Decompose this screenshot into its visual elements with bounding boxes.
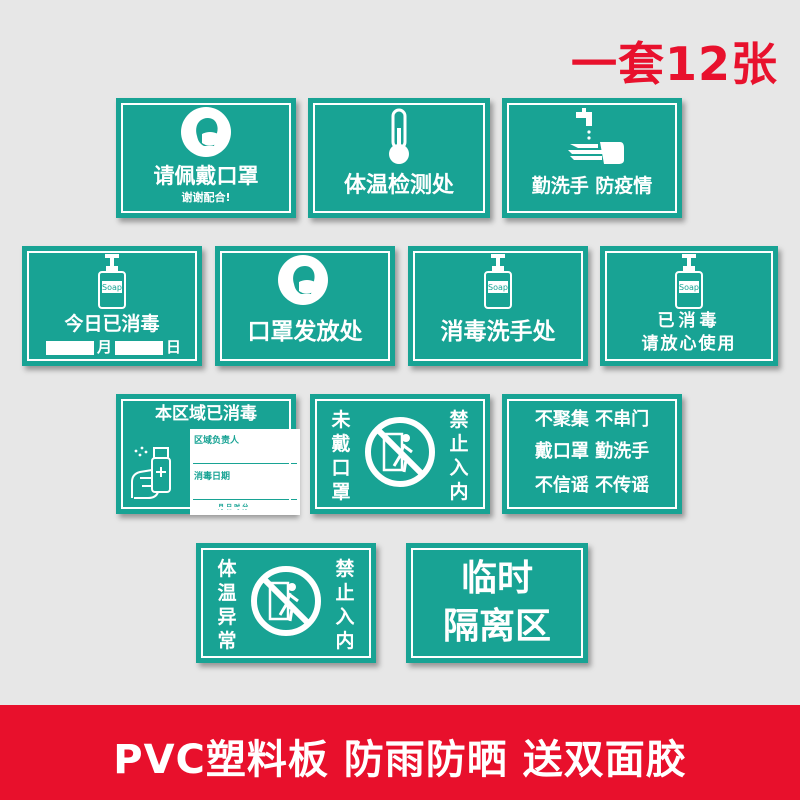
soap-bottle-icon: Soap (98, 254, 126, 309)
sign-right-vertical: 禁止入内 (335, 558, 355, 652)
form-date-line: 月 日 时 分 (218, 504, 249, 511)
sign-right-vertical: 禁止入内 (449, 409, 469, 503)
sign-title: 勤洗手 防疫情 (531, 175, 653, 197)
sign-temperature-check: 体温检测处 (308, 98, 490, 218)
sign-title: 今日已消毒 (64, 313, 160, 335)
responsibility-form: 区域负责人 消毒日期 月 日 时 分 (190, 429, 300, 515)
spray-hand-icon (131, 446, 171, 499)
footer-text: PVC塑料板 防雨防晒 送双面胶 (113, 737, 687, 783)
bottle-label: Soap (102, 283, 122, 292)
slogan-line3: 不信谣 不传谣 (534, 475, 650, 496)
form-field-person: 区域负责人 (194, 436, 240, 446)
slogan-line1: 不聚集 不串门 (534, 409, 650, 430)
sign-subtitle: 谢谢配合! (181, 191, 231, 204)
bottle-label: Soap (488, 283, 508, 292)
sign-title: 消毒洗手处 (440, 319, 556, 345)
sign-line2: 隔离区 (442, 606, 551, 647)
hand-washing-icon (568, 108, 624, 164)
sign-line2: 请放心使用 (641, 334, 737, 354)
sign-no-mask-no-entry: 未戴口罩 禁止入内 (310, 394, 490, 514)
mask-face-icon (278, 255, 328, 305)
headline-count: 一套12张 (570, 37, 778, 91)
sign-disinfect-wash-station: Soap 消毒洗手处 (408, 246, 588, 366)
no-entry-icon (251, 566, 321, 636)
soap-bottle-icon: Soap (675, 254, 703, 309)
sign-left-vertical: 体温异常 (217, 558, 237, 652)
sign-prevention-slogans: 不聚集 不串门 戴口罩 勤洗手 不信谣 不传谣 (502, 394, 682, 514)
sign-area-disinfected: 本区域已消毒 区域负责人 消毒日期 月 日 时 分 (116, 394, 300, 515)
slogan-line2: 戴口罩 勤洗手 (534, 441, 650, 462)
sign-title: 请佩戴口罩 (153, 164, 259, 188)
sign-wear-mask: 请佩戴口罩 谢谢配合! (116, 98, 296, 218)
sign-title: 本区域已消毒 (155, 404, 257, 424)
sign-temporary-isolation: 临时 隔离区 (406, 543, 588, 663)
sign-disinfected-safe-use: Soap 已消毒 请放心使用 (600, 246, 778, 366)
sign-abnormal-temp-no-entry: 体温异常 禁止入内 (196, 543, 376, 663)
date-fill-row: 月日 (22, 339, 202, 356)
form-field-date: 消毒日期 (194, 472, 231, 482)
soap-bottle-icon: Soap (484, 254, 512, 309)
sign-line1: 临时 (460, 558, 533, 599)
sign-disinfected-today: Soap 今日已消毒 月日 (22, 246, 202, 366)
sign-title: 体温检测处 (343, 173, 454, 198)
sign-wash-hands: 勤洗手 防疫情 (502, 98, 682, 218)
mask-face-icon (181, 107, 231, 157)
month-label: 月 (96, 338, 112, 356)
bottle-label: Soap (679, 283, 699, 292)
sign-title: 口罩发放处 (247, 319, 363, 345)
day-label: 日 (166, 338, 182, 356)
sign-mask-distribution: 口罩发放处 (215, 246, 395, 366)
sign-left-vertical: 未戴口罩 (331, 409, 351, 503)
thermometer-icon (389, 108, 409, 164)
sign-line1: 已消毒 (657, 311, 721, 331)
no-entry-icon (365, 417, 435, 487)
footer-banner: PVC塑料板 防雨防晒 送双面胶 (0, 705, 800, 800)
